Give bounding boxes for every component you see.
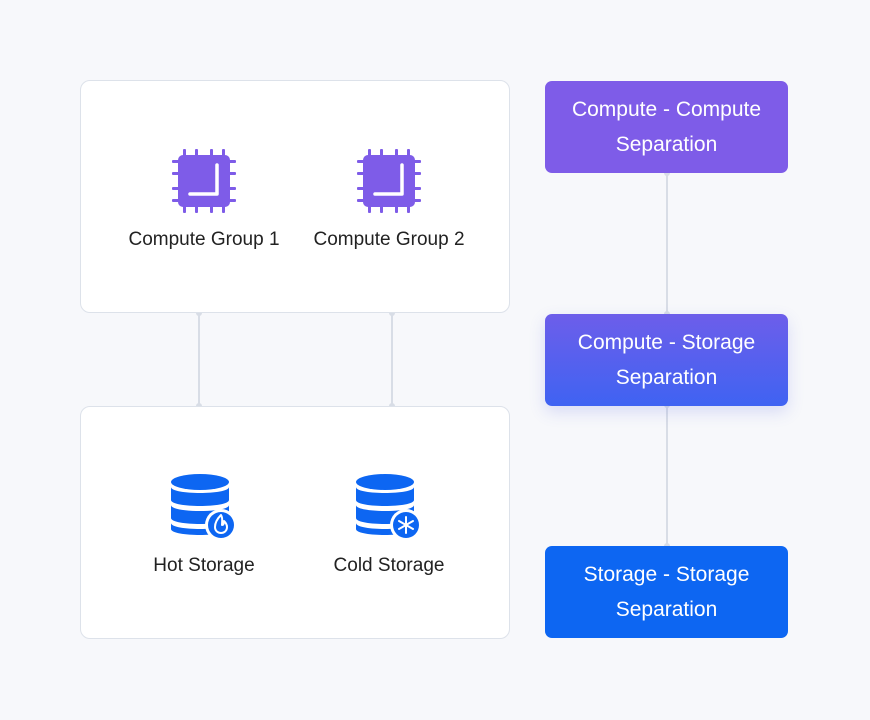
compute-group-2-label: Compute Group 2: [313, 229, 465, 250]
database-snowflake-icon: [356, 474, 422, 541]
sep-box-title: Compute - Storage: [577, 331, 756, 354]
cold-storage: Cold Storage: [299, 473, 479, 577]
connector-dot: [196, 310, 202, 316]
sep-box-title: Compute - Compute: [571, 98, 762, 121]
compute-storage-separation-box: Compute - Storage Separation: [545, 314, 788, 406]
connector-compute1-storage: [198, 313, 200, 406]
compute-groups-panel: Compute Group 1: [80, 80, 510, 313]
sep-box-subtitle: Separation: [615, 598, 718, 621]
hot-storage-label: Hot Storage: [153, 555, 255, 576]
compute-compute-separation-box: Compute - Compute Separation: [545, 81, 788, 173]
cpu-chip-icon: [172, 149, 236, 213]
sep-box-subtitle: Separation: [615, 366, 718, 389]
cpu-chip-icon: [357, 149, 421, 213]
cold-storage-label: Cold Storage: [333, 555, 445, 576]
connector-step1-step2: [666, 172, 668, 314]
connector-compute2-storage: [391, 313, 393, 406]
storage-storage-separation-box: Storage - Storage Separation: [545, 546, 788, 638]
storage-tiers-panel: Hot Storage Cold Storage: [80, 406, 510, 639]
connector-dot: [389, 310, 395, 316]
sep-box-subtitle: Separation: [615, 133, 718, 156]
hot-storage: Hot Storage: [114, 473, 294, 577]
connector-step2-step3: [666, 404, 668, 546]
compute-group-2: Compute Group 2: [299, 145, 479, 251]
compute-group-1: Compute Group 1: [114, 145, 294, 251]
sep-box-title: Storage - Storage: [583, 563, 750, 586]
compute-group-1-label: Compute Group 1: [128, 229, 280, 250]
database-fire-icon: [171, 474, 237, 541]
connector-dot: [664, 170, 670, 176]
